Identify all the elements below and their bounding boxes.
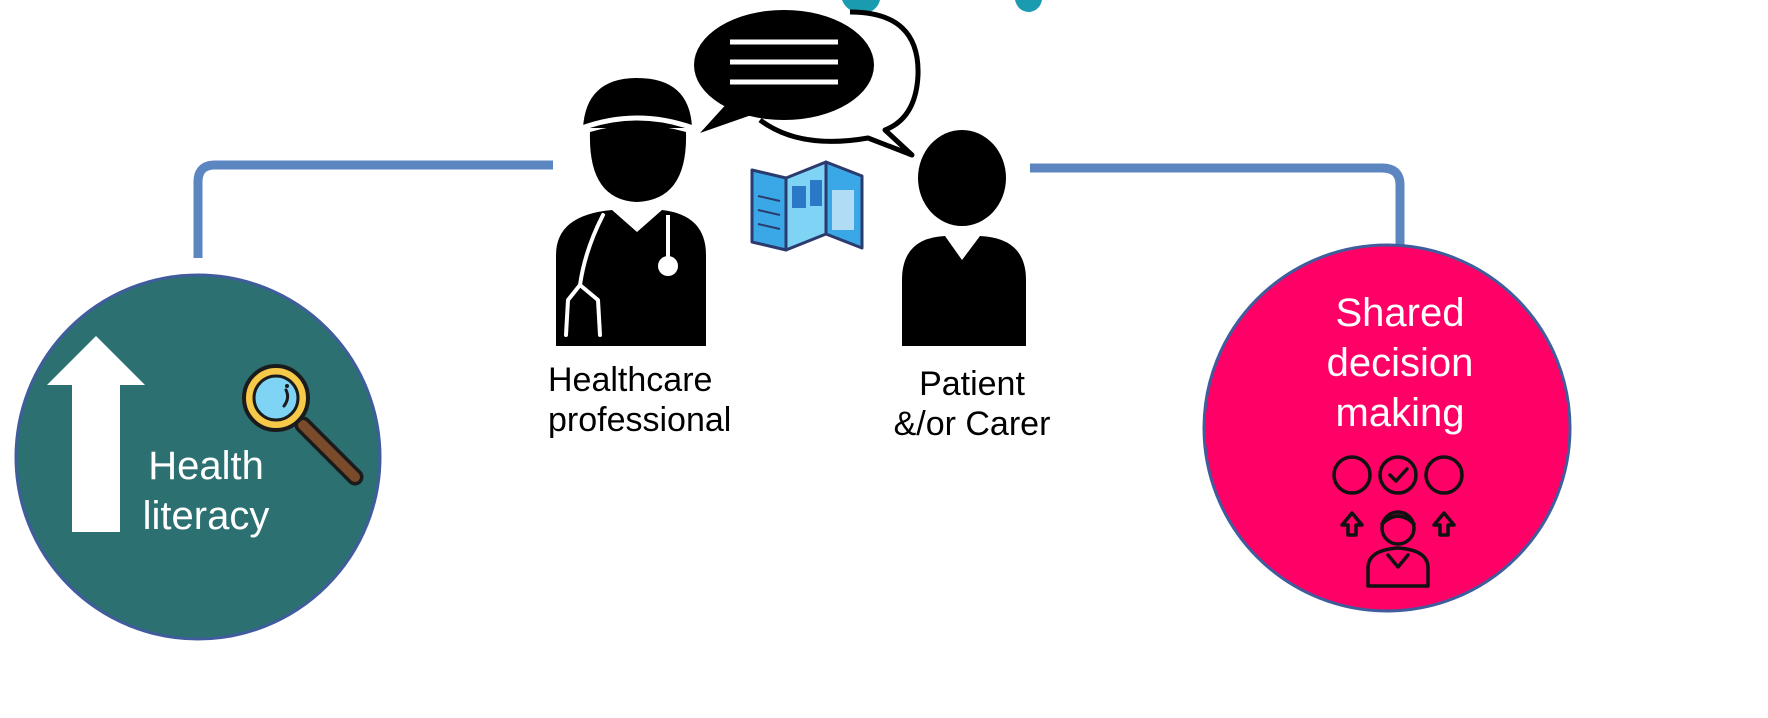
top-accent-mark-2 bbox=[1015, 0, 1042, 12]
shared-decision-circle bbox=[1202, 243, 1572, 613]
healthcare-professional-line2: professional bbox=[548, 401, 732, 439]
right-connector-line bbox=[1030, 163, 1405, 258]
healthcare-professional-line1: Healthcare bbox=[548, 361, 713, 399]
health-literacy-label: Health literacy bbox=[126, 441, 286, 541]
up-arrow-icon bbox=[47, 336, 145, 532]
patient-carer-line2: &/or Carer bbox=[893, 405, 1051, 443]
health-literacy-line1: Health bbox=[148, 444, 264, 488]
thought-bubble-icon bbox=[758, 9, 921, 158]
healthcare-professional-label: Healthcare professional bbox=[548, 360, 732, 440]
shared-decision-label: Shared decision making bbox=[1300, 288, 1500, 438]
shared-decision-line3: making bbox=[1335, 391, 1465, 435]
health-literacy-line2: literacy bbox=[142, 494, 270, 538]
top-accent-mark bbox=[842, 0, 880, 12]
leaflet-icon bbox=[750, 160, 864, 252]
magnifier-icon bbox=[242, 364, 364, 486]
shared-decision-line2: decision bbox=[1326, 341, 1474, 385]
patient-icon bbox=[902, 130, 1026, 346]
speech-bubble-icon bbox=[694, 10, 874, 133]
patient-carer-line1: Patient bbox=[919, 365, 1025, 403]
decision-group-icon bbox=[1332, 455, 1464, 588]
patient-carer-label: Patient &/or Carer bbox=[880, 364, 1064, 444]
shared-decision-line1: Shared bbox=[1335, 291, 1465, 335]
doctor-icon bbox=[556, 78, 706, 346]
left-connector-line bbox=[193, 160, 553, 258]
